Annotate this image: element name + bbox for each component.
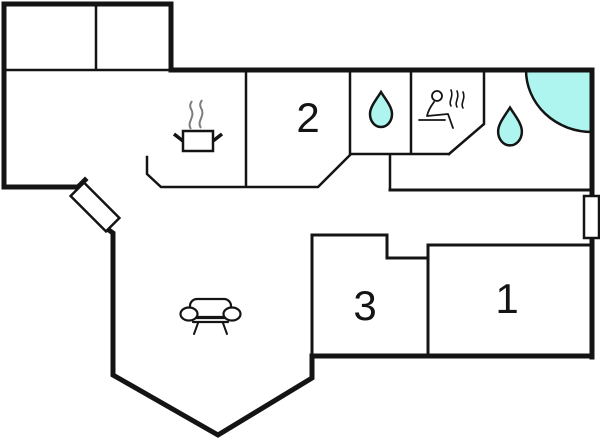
water-drop-shape (368, 89, 394, 129)
room-label-2: 2 (296, 94, 319, 141)
steam-line (198, 99, 204, 129)
door-swing-icon (68, 180, 122, 234)
corner-bath-icon (524, 69, 593, 134)
annex-outline-wall (1, 1, 174, 73)
sauna-steam-lines (449, 89, 465, 109)
stove-pot-icon (172, 99, 224, 153)
interior-walls (2, 3, 594, 358)
door-leaf (68, 180, 122, 234)
corner-bath-fill (526, 70, 592, 132)
bathroom-walls (348, 69, 486, 192)
window-radiator-icon (582, 194, 600, 240)
steam-line (188, 100, 194, 130)
corner-bath-rim (524, 69, 593, 134)
sauna-person-body (426, 101, 454, 129)
left-wall (1, 65, 89, 190)
water-drop-icon (368, 89, 394, 129)
pot-body (181, 129, 215, 153)
sofa-armrest-right (222, 306, 242, 322)
room-label-3: 3 (353, 282, 376, 329)
sofa-icon (179, 297, 242, 335)
water-drop-shape (496, 105, 524, 147)
bottom-zigzag-wall (99, 222, 595, 438)
top-right-wall (168, 67, 595, 360)
room-label-1: 1 (495, 275, 518, 322)
sofa-armrest-left (179, 306, 199, 322)
sauna-person-head (431, 90, 443, 102)
room1-walls (426, 243, 594, 358)
sauna-person-icon (418, 89, 465, 129)
room3-walls (310, 233, 430, 358)
water-drop-icon (496, 105, 524, 147)
sofa-seat (190, 315, 231, 324)
kitchen-partition-wall (145, 153, 352, 189)
sofa-legs (193, 322, 228, 335)
pot-handles (172, 132, 224, 143)
